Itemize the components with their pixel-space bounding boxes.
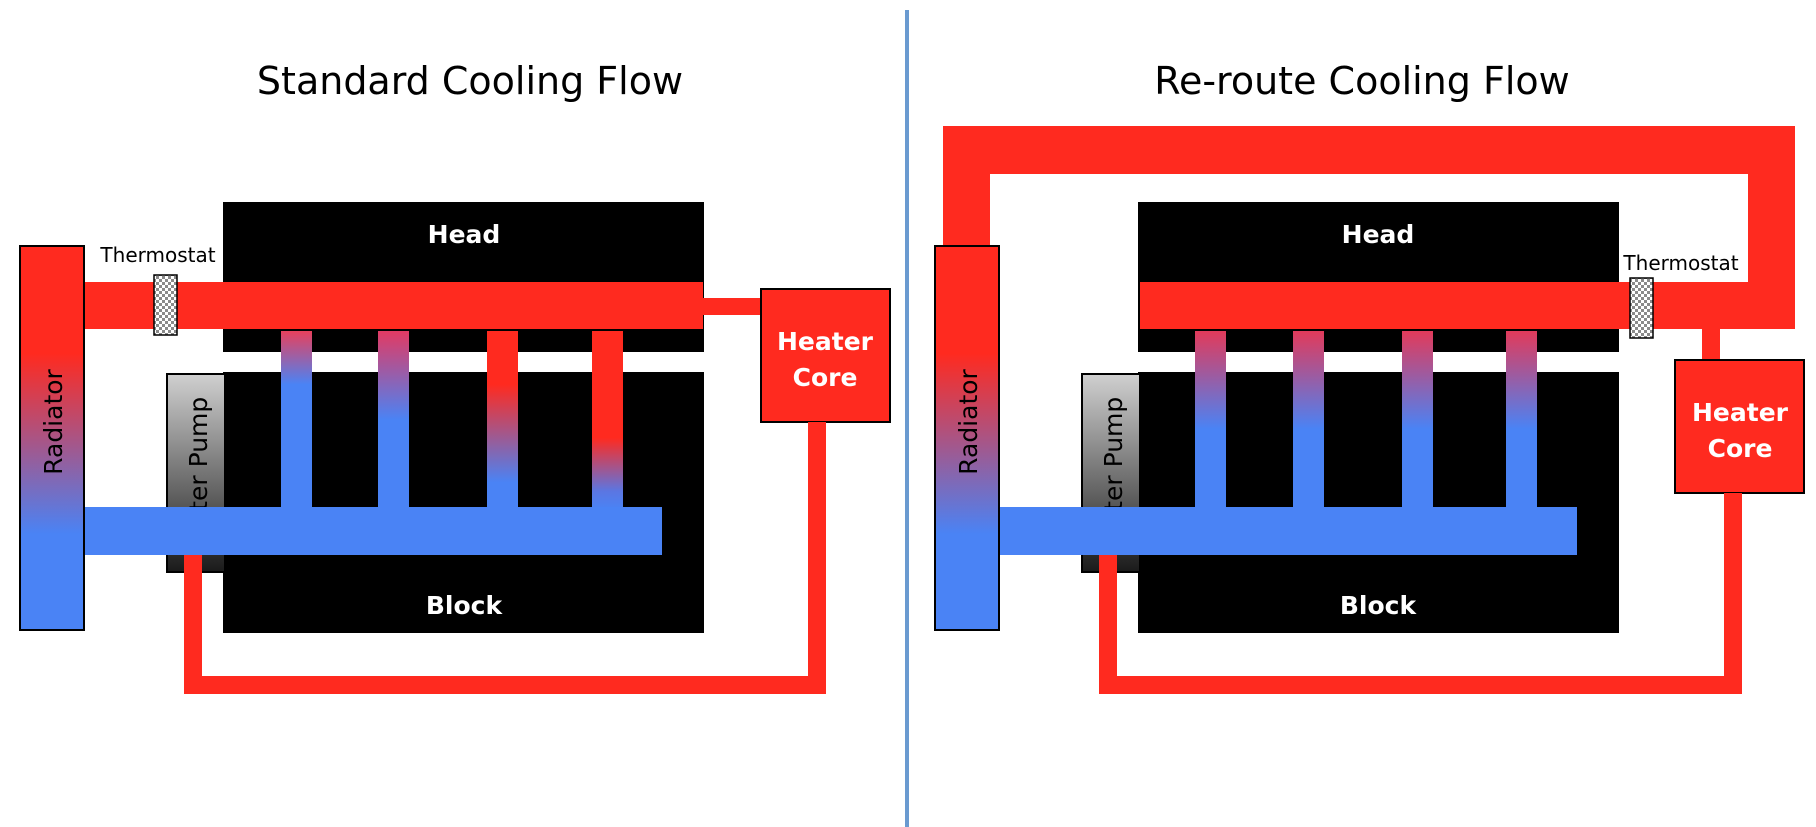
heater-core-label-line-1: Heater [1692,398,1789,427]
heater-return-bottom [1099,676,1742,694]
block-label: Block [426,591,504,620]
cold-return-pipe [1000,507,1577,555]
coolant-passage-4 [592,331,623,509]
coolant-passage-3 [487,331,518,509]
coolant-passage-3 [1402,331,1433,509]
standard-flow-panel: Standard Cooling Flow Head Block Water P… [19,59,891,694]
cold-return-pipe [85,507,662,555]
heater-return-vertical [1724,493,1742,694]
thermostat-label: Thermostat [99,243,215,267]
coolant-passage-2 [378,331,409,509]
reroute-thermostat-connector [1640,282,1795,329]
heater-core [1674,359,1805,494]
head-label: Head [1342,220,1415,249]
hot-pipe-to-heater [1702,329,1720,361]
coolant-passage-1 [1195,331,1226,509]
block-label: Block [1340,591,1418,620]
hot-upper-pipe [85,282,703,329]
thermostat [153,274,178,336]
coolant-passage-4 [1506,331,1537,509]
heater-return-to-pump [184,555,202,694]
heater-return-vertical [808,422,826,694]
thermostat [1629,277,1654,339]
heater-core [760,288,891,423]
panel-divider [905,10,909,827]
thermostat-label: Thermostat [1622,251,1738,275]
heater-core-label-line-2: Core [1708,434,1773,463]
reroute-left-pipe [943,126,990,256]
radiator-label: Radiator [39,368,68,474]
heater-return-to-pump [1099,555,1117,694]
heater-core-label-line-2: Core [793,363,858,392]
radiator [934,245,1000,631]
coolant-passage-2 [1293,331,1324,509]
hot-upper-pipe [1140,282,1644,329]
standard-flow-title: Standard Cooling Flow [257,59,683,103]
heater-return-bottom [184,676,826,694]
coolant-passage-1 [281,331,312,509]
heater-core-label-line-1: Heater [777,327,874,356]
radiator [19,245,85,631]
radiator-label: Radiator [954,368,983,474]
reroute-top-pipe [943,126,1795,174]
reroute-flow-title: Re-route Cooling Flow [1154,59,1569,103]
hot-pipe-to-heater [703,298,763,315]
reroute-flow-panel: Re-route Cooling Flow Head Block Water P… [934,59,1805,694]
head-label: Head [428,220,501,249]
